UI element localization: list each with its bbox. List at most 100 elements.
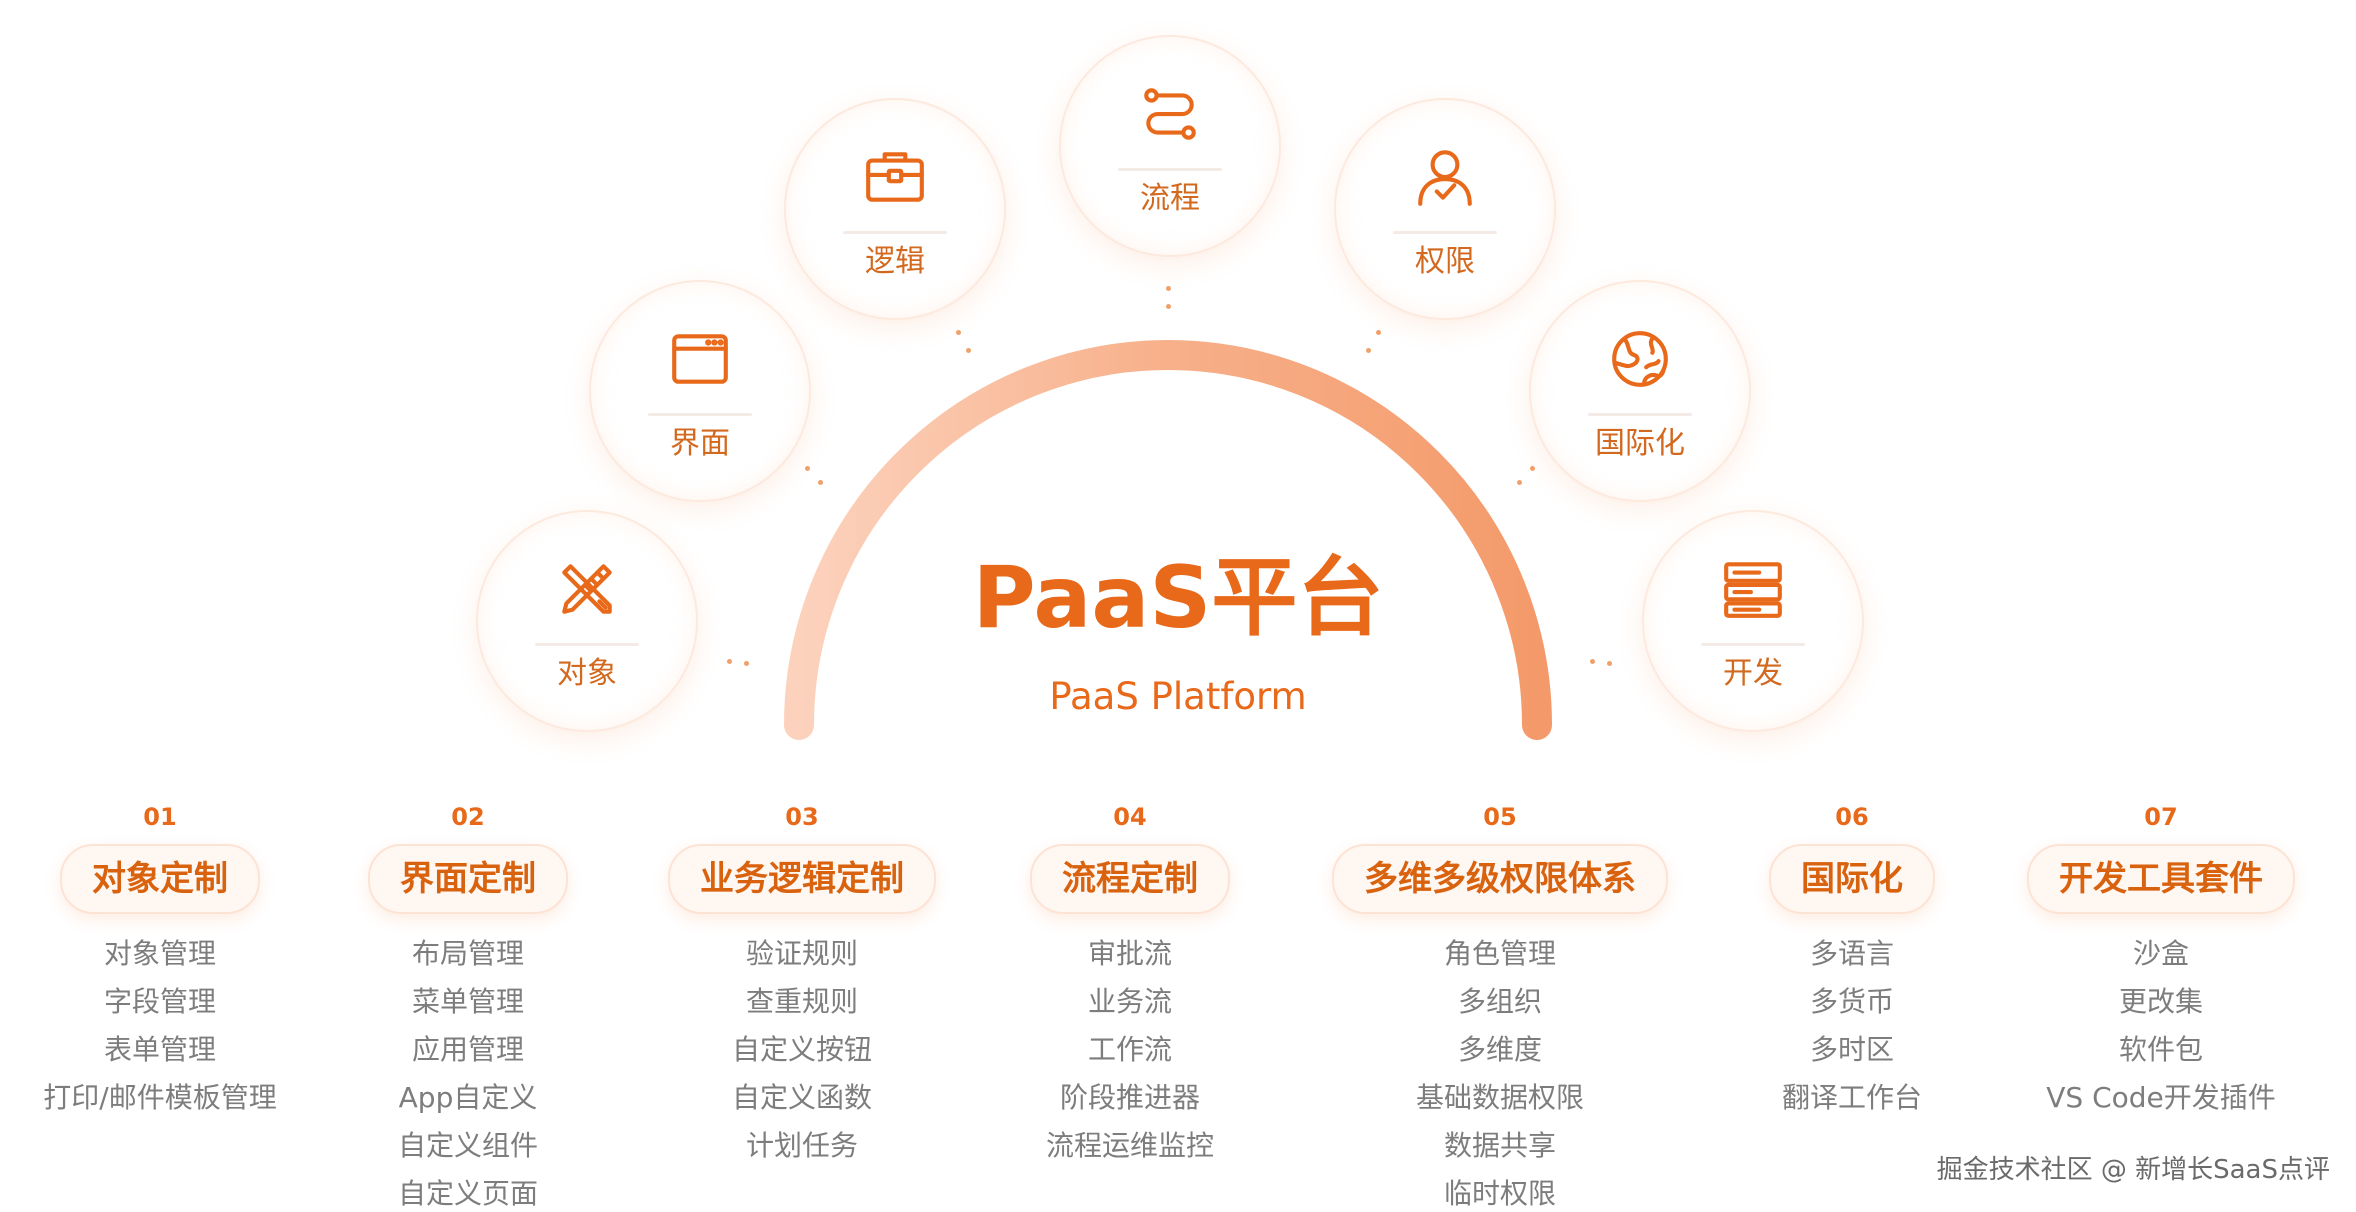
connector-dot — [1166, 304, 1171, 309]
list-item: 应用管理 — [411, 1033, 524, 1066]
node-label: 界面 — [670, 426, 730, 461]
feature-node-process: 流程 — [1059, 35, 1281, 257]
feature-node-object: 对象 — [476, 510, 698, 732]
node-divider — [1118, 168, 1222, 171]
flow-route-icon — [1144, 88, 1196, 140]
category-number: 02 — [451, 803, 485, 831]
browser-window-icon — [672, 334, 728, 384]
platform-subtitle: PaaS Platform — [1049, 675, 1307, 718]
list-item: 临时权限 — [1443, 1177, 1556, 1210]
category-object: 01 对象定制 对象管理 字段管理 表单管理 打印/邮件模板管理 — [40, 800, 280, 1122]
node-divider — [648, 413, 752, 416]
list-item: 验证规则 — [745, 937, 858, 970]
category-title: 界面定制 — [368, 844, 568, 914]
list-item: VS Code开发插件 — [2046, 1081, 2276, 1114]
connector-dot — [956, 330, 961, 335]
list-item: 工作流 — [1087, 1033, 1172, 1066]
feature-node-i18n: 国际化 — [1529, 280, 1751, 502]
category-title: 对象定制 — [60, 844, 260, 914]
category-number: 07 — [2144, 803, 2178, 831]
list-item: 更改集 — [2118, 985, 2203, 1018]
list-item: 角色管理 — [1443, 937, 1556, 970]
connector-dot — [966, 348, 971, 353]
category-title: 国际化 — [1769, 844, 1935, 914]
category-items: 布局管理 菜单管理 应用管理 App自定义 自定义组件 自定义页面 — [352, 930, 584, 1212]
category-number: 04 — [1113, 803, 1147, 831]
connector-dot — [1376, 330, 1381, 335]
list-item: 自定义函数 — [731, 1081, 872, 1114]
list-item: 自定义按钮 — [731, 1033, 872, 1066]
feature-node-ui: 界面 — [589, 280, 811, 502]
node-label: 逻辑 — [865, 244, 925, 279]
list-item: 沙盒 — [2132, 937, 2189, 970]
ruler-pencil-icon — [562, 564, 612, 614]
list-item: 基础数据权限 — [1415, 1081, 1584, 1114]
connector-dot — [805, 466, 810, 471]
list-item: 自定义页面 — [397, 1177, 538, 1210]
list-item: 软件包 — [2118, 1033, 2203, 1066]
node-label: 开发 — [1723, 656, 1783, 691]
category-number: 01 — [143, 803, 177, 831]
list-item: 流程运维监控 — [1045, 1129, 1214, 1162]
connector-dot — [1607, 661, 1612, 666]
category-logic: 03 业务逻辑定制 验证规则 查重规则 自定义按钮 自定义函数 计划任务 — [650, 800, 954, 1170]
list-item: 布局管理 — [411, 937, 524, 970]
node-label: 流程 — [1140, 181, 1200, 216]
node-divider — [1393, 231, 1497, 234]
connector-dot — [818, 480, 823, 485]
category-number: 06 — [1835, 803, 1869, 831]
category-title: 开发工具套件 — [2027, 844, 2295, 914]
category-number: 05 — [1483, 803, 1517, 831]
feature-node-logic: 逻辑 — [784, 98, 1006, 320]
list-item: App自定义 — [398, 1081, 538, 1114]
node-divider — [535, 643, 639, 646]
category-i18n: 06 国际化 多语言 多货币 多时区 翻译工作台 — [1742, 800, 1962, 1122]
category-ui: 02 界面定制 布局管理 菜单管理 应用管理 App自定义 自定义组件 自定义页… — [352, 800, 584, 1212]
list-item: 多维度 — [1457, 1033, 1542, 1066]
list-item: 阶段推进器 — [1059, 1081, 1200, 1114]
list-item: 计划任务 — [745, 1129, 858, 1162]
list-item: 翻译工作台 — [1781, 1081, 1922, 1114]
connector-dot — [1517, 480, 1522, 485]
category-number: 03 — [785, 803, 819, 831]
category-items: 沙盒 更改集 软件包 VS Code开发插件 — [2006, 930, 2316, 1122]
node-label: 国际化 — [1595, 426, 1685, 461]
list-item: 多组织 — [1457, 985, 1542, 1018]
feature-node-permission: 权限 — [1334, 98, 1556, 320]
connector-dot — [1166, 286, 1171, 291]
list-item: 自定义组件 — [397, 1129, 538, 1162]
category-items: 审批流 业务流 工作流 阶段推进器 流程运维监控 — [1002, 930, 1258, 1170]
list-item: 业务流 — [1087, 985, 1172, 1018]
list-item: 多货币 — [1809, 985, 1894, 1018]
list-item: 查重规则 — [745, 985, 858, 1018]
category-title: 业务逻辑定制 — [668, 844, 936, 914]
node-divider — [1701, 643, 1805, 646]
list-item: 多时区 — [1809, 1033, 1894, 1066]
category-process: 04 流程定制 审批流 业务流 工作流 阶段推进器 流程运维监控 — [1002, 800, 1258, 1170]
list-item: 表单管理 — [103, 1033, 216, 1066]
connector-dot — [744, 661, 749, 666]
category-items: 验证规则 查重规则 自定义按钮 自定义函数 计划任务 — [650, 930, 954, 1170]
briefcase-icon — [866, 152, 924, 202]
list-item: 审批流 — [1087, 937, 1172, 970]
list-item: 打印/邮件模板管理 — [43, 1081, 277, 1114]
platform-title: PaaS平台 — [972, 548, 1384, 648]
connector-dot — [1366, 348, 1371, 353]
list-item: 多语言 — [1809, 937, 1894, 970]
category-title: 流程定制 — [1030, 844, 1230, 914]
list-item: 字段管理 — [103, 985, 216, 1018]
list-item: 菜单管理 — [411, 985, 524, 1018]
category-items: 角色管理 多组织 多维度 基础数据权限 数据共享 临时权限 — [1300, 930, 1700, 1212]
category-permission: 05 多维多级权限体系 角色管理 多组织 多维度 基础数据权限 数据共享 临时权… — [1300, 800, 1700, 1212]
node-divider — [1588, 413, 1692, 416]
watermark: 掘金技术社区 @ 新增长SaaS点评 — [1936, 1155, 2330, 1185]
feature-node-dev: 开发 — [1642, 510, 1864, 732]
node-divider — [843, 231, 947, 234]
connector-dot — [1530, 466, 1535, 471]
category-devtools: 07 开发工具套件 沙盒 更改集 软件包 VS Code开发插件 — [2006, 800, 2316, 1122]
list-item: 数据共享 — [1443, 1129, 1556, 1162]
connector-dot — [1590, 659, 1595, 664]
connector-dot — [727, 659, 732, 664]
